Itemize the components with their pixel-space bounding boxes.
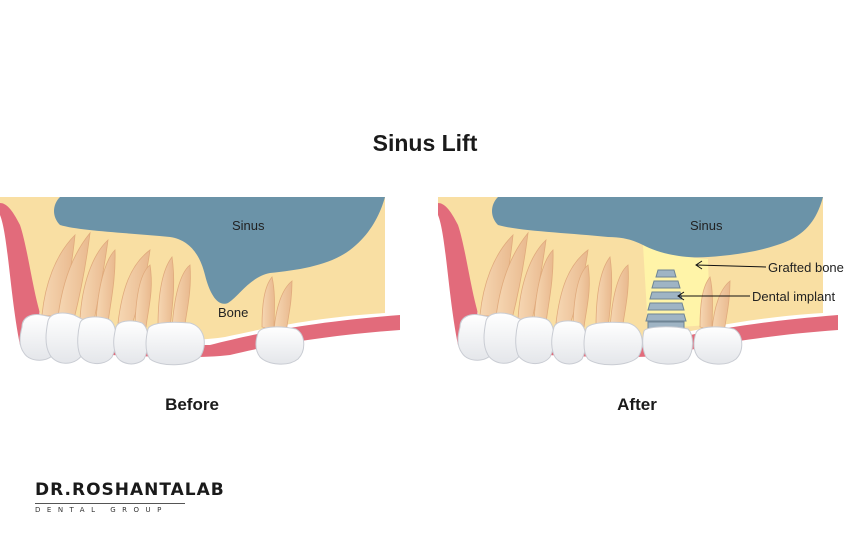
- annotation-arrows: [677, 260, 767, 301]
- sinus-cavity: [492, 197, 823, 258]
- tooth-crowns: [19, 312, 305, 366]
- before-caption: Before: [165, 395, 219, 414]
- brand-divider: [35, 503, 185, 504]
- dental-implant: [645, 269, 687, 331]
- before-bone-label: Bone: [218, 305, 249, 320]
- brand-subtitle: DENTAL GROUP: [35, 506, 168, 514]
- after-panel: [438, 195, 838, 370]
- tooth-roots: [41, 231, 293, 334]
- diagram-title: Sinus Lift: [372, 130, 478, 156]
- grafted-bone-label: Grafted bone: [768, 260, 844, 275]
- after-illustration: [438, 197, 838, 366]
- after-sinus-label: Sinus: [690, 218, 723, 233]
- after-caption: After: [617, 395, 657, 414]
- sinus-cavity: [54, 197, 385, 304]
- dental-implant-label: Dental implant: [752, 289, 836, 304]
- tooth-roots: [479, 231, 731, 334]
- tooth-crowns: [457, 312, 743, 366]
- brand-logo: DR.ROSHANTALAB DENTAL GROUP: [35, 480, 225, 514]
- before-illustration: [0, 197, 400, 366]
- before-panel: [0, 195, 400, 370]
- brand-name: DR.ROSHANTALAB: [35, 480, 225, 500]
- before-sinus-label: Sinus: [232, 218, 265, 233]
